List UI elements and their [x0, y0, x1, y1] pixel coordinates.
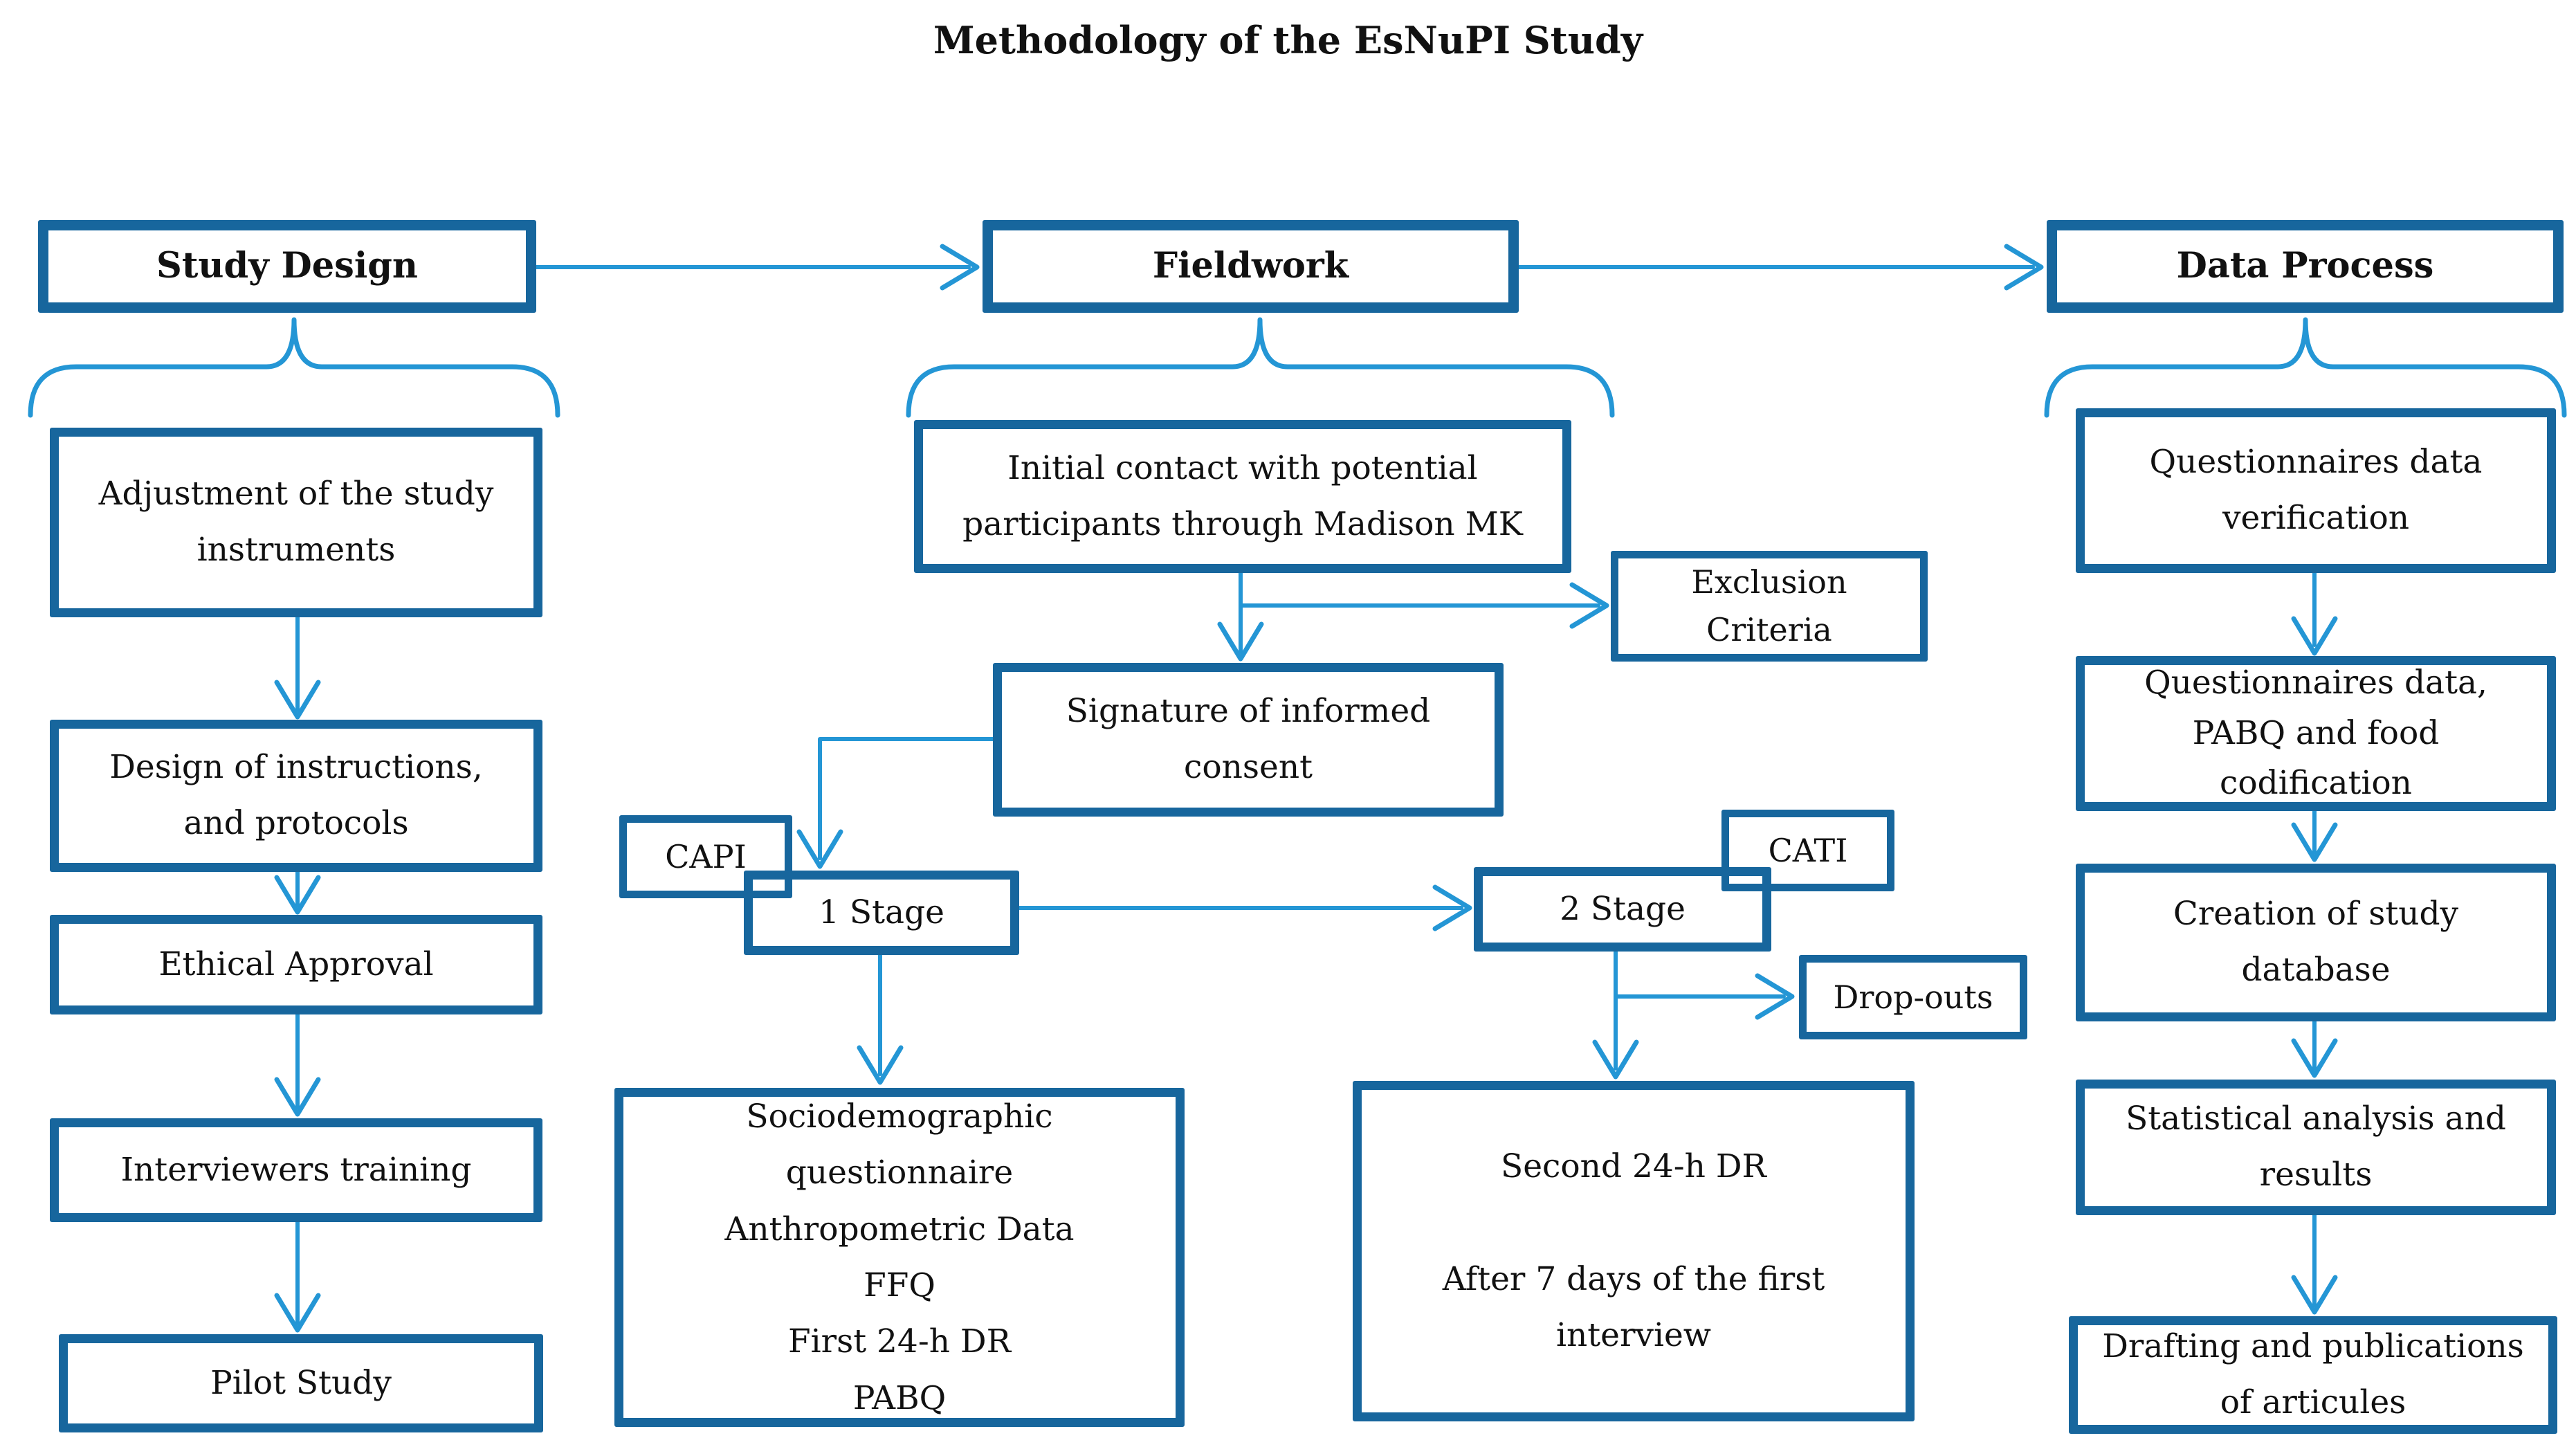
brace-fieldwork [906, 317, 1615, 418]
box-ethical-approval: Ethical Approval [50, 915, 542, 1014]
box-stage1-instruments: Sociodemographic questionnaire Anthropom… [614, 1088, 1185, 1427]
box-initial-contact: Initial contact with potential participa… [914, 420, 1571, 573]
box-food-codification: Questionnaires data, PABQ and food codif… [2076, 656, 2556, 811]
arrow-initial-to-consent [1217, 571, 1264, 662]
box-data-verification: Questionnaires data verification [2076, 408, 2556, 573]
header-data-process: Data Process [2047, 220, 2564, 313]
box-adjustment-instruments: Adjustment of the study instruments [50, 428, 542, 617]
box-exclusion-criteria: Exclusion Criteria [1611, 551, 1928, 662]
arrow-ethical-to-training [274, 1012, 321, 1117]
arrow-training-to-pilot [274, 1220, 321, 1333]
arrow-stage2-to-details [1592, 949, 1639, 1080]
box-interviewers-training: Interviewers training [50, 1118, 542, 1222]
box-statistical-analysis: Statistical analysis and results [2076, 1080, 2556, 1215]
arrow-consent-to-stage1 [796, 737, 995, 869]
arrow-stage1-to-stage2 [1017, 884, 1472, 931]
arrow-adjustment-to-design [274, 615, 321, 720]
arrow-study-to-fieldwork [534, 244, 980, 291]
box-drafting-publications: Drafting and publications of articules [2069, 1316, 2557, 1434]
header-study-design: Study Design [38, 220, 536, 313]
arrow-stage1-to-details [857, 953, 904, 1085]
box-pilot-study: Pilot Study [59, 1334, 543, 1432]
header-fieldwork: Fieldwork [983, 220, 1519, 313]
box-study-database: Creation of study database [2076, 864, 2556, 1021]
box-design-instructions: Design of instructions, and protocols [50, 720, 542, 872]
arrow-codification-to-database [2291, 809, 2338, 862]
arrow-database-to-statistics [2291, 1019, 2338, 1078]
diagram-title: Methodology of the EsNuPI Study [933, 18, 1643, 62]
brace-study-design [28, 317, 560, 418]
arrow-fieldwork-to-dataprocess [1517, 244, 2044, 291]
box-stage-1: 1 Stage [744, 871, 1019, 955]
box-drop-outs: Drop-outs [1799, 955, 2027, 1039]
box-stage2-second-recall: Second 24-h DR After 7 days of the first… [1353, 1081, 1915, 1421]
brace-data-process [2044, 317, 2567, 418]
box-capi: CAPI [619, 815, 792, 898]
arrow-branch-to-dropouts [1614, 973, 1795, 1020]
box-cati: CATI [1721, 810, 1894, 891]
arrow-branch-to-exclusion [1239, 582, 1609, 629]
arrow-statistics-to-drafting [2291, 1213, 2338, 1315]
arrow-design-to-ethical [274, 870, 321, 915]
arrow-verification-to-codification [2291, 571, 2338, 656]
box-informed-consent: Signature of informed consent [993, 663, 1504, 817]
box-stage-2: 2 Stage [1474, 867, 1771, 952]
